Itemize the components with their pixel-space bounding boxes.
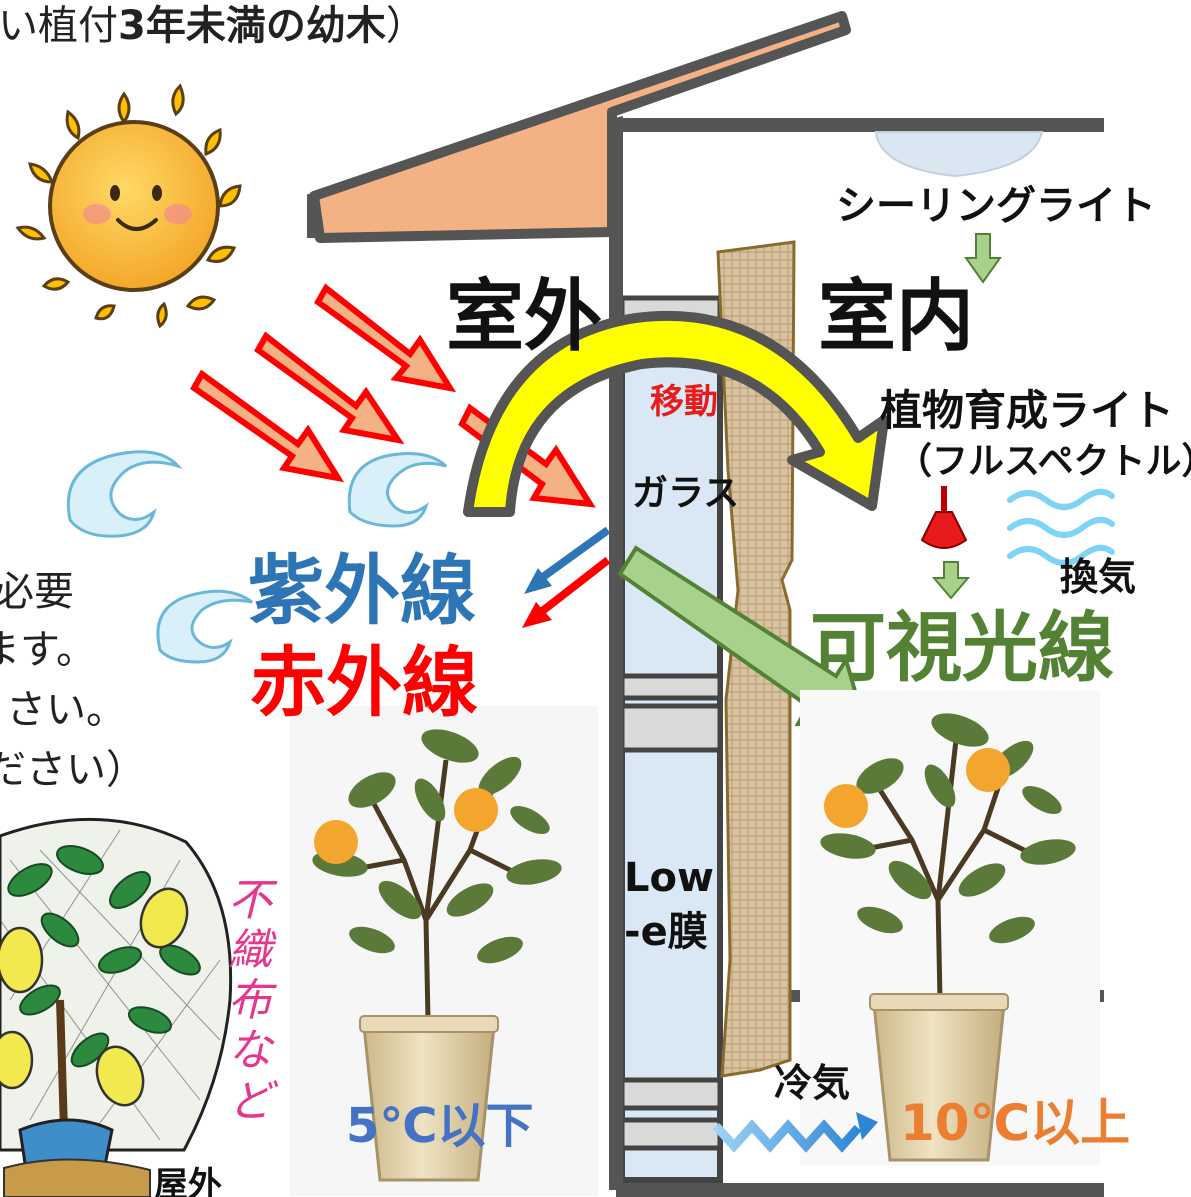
- grow-light-sub-label: （フルスペクトル）: [896, 441, 1191, 482]
- ventilation-label: 換気: [1060, 555, 1137, 599]
- orange-tree-icon: [820, 713, 1076, 1162]
- caption-title-pre: い植付: [0, 3, 118, 49]
- uv-label: 紫外線: [248, 546, 476, 635]
- sun-icon: [15, 83, 242, 329]
- indoor-temp-label: 10℃以上: [900, 1094, 1131, 1152]
- ceiling-light-label: シーリングライト: [836, 183, 1156, 229]
- sunlight-arrow: [190, 369, 345, 483]
- roof: [309, 11, 851, 243]
- ventilation-wave-icon: [1007, 488, 1115, 566]
- caption-title-post: ）: [385, 3, 426, 49]
- outdoor-temp-label: 5℃以下: [346, 1098, 534, 1154]
- lowe-label-line1: Low: [624, 855, 714, 901]
- side-text-line: 必要: [0, 569, 74, 615]
- glass-label: ガラス: [632, 473, 740, 514]
- sunlight-arrows: [190, 283, 596, 508]
- side-text-line: さい。: [6, 687, 126, 733]
- house-structure: [307, 11, 1104, 1197]
- move-label: 移動: [650, 382, 718, 422]
- sunlight-arrow: [254, 331, 405, 445]
- sunlight-arrow: [314, 283, 457, 393]
- lowe-label-line2: -e膜: [624, 909, 708, 955]
- indoor-room-label: 室内: [818, 272, 975, 362]
- nonwoven-label: 不織布など: [228, 875, 272, 1127]
- caption-title-bold: 3年未満の幼木: [118, 3, 386, 49]
- cold-air-label: 冷気: [774, 1061, 851, 1105]
- outdoor-room-label: 室外: [446, 272, 603, 362]
- visible-light-label: 可視光線: [810, 603, 1114, 692]
- uv-ir-arrows: [522, 526, 611, 628]
- caption-title: い植付3年未満の幼木）: [0, 6, 426, 46]
- lemon-tree-icon: [0, 817, 233, 1197]
- orange-tree-icon: [312, 729, 562, 1182]
- wind-swirl-icon: [66, 450, 448, 664]
- side-text-line: ださい）: [0, 747, 146, 793]
- grow-light-arrow: [931, 561, 971, 600]
- move-arrow: [463, 310, 889, 517]
- ir-label: 赤外線: [250, 638, 478, 727]
- cold-air-zigzag-icon: [712, 1112, 878, 1153]
- ceiling-lamp-icon: [874, 131, 1044, 178]
- ceiling-light-arrow: [964, 233, 1002, 284]
- grow-bulb-icon: [920, 486, 968, 549]
- side-text-line: ます。: [0, 627, 96, 673]
- outdoor-label: 屋外: [154, 1165, 222, 1197]
- grow-light-label: 植物育成ライト: [880, 386, 1175, 435]
